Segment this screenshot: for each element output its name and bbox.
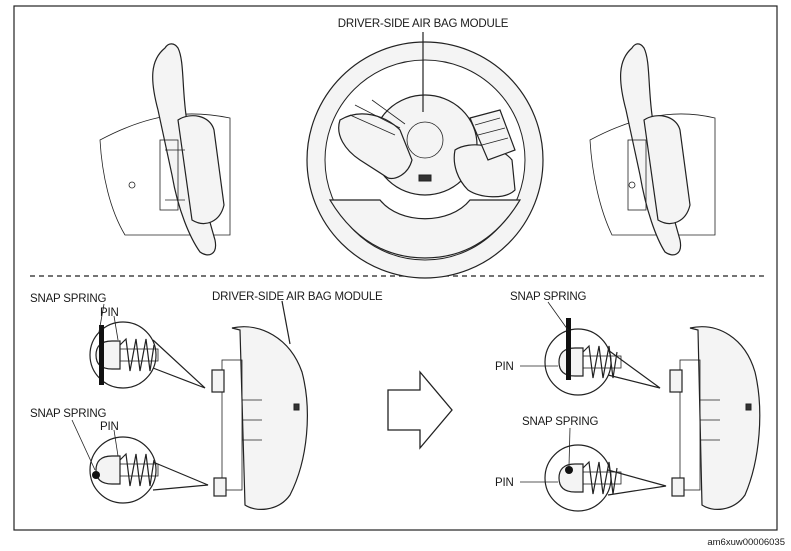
snap-spring-label-upper-left: SNAP SPRING	[30, 293, 106, 305]
snap-spring-label-upper-right: SNAP SPRING	[510, 291, 586, 303]
steering-wheel-side-view-left	[99, 43, 231, 256]
pin-label-lower-right: PIN	[495, 477, 514, 489]
pin-detail-upper-right	[544, 318, 661, 396]
airbag-label-top: DRIVER-SIDE AIR BAG MODULE	[338, 18, 509, 30]
airbag-module-side-right	[669, 326, 761, 510]
pin-detail-lower-right	[544, 444, 667, 512]
figure-frame	[13, 5, 778, 531]
snap-spring-label-lower-right: SNAP SPRING	[522, 416, 598, 428]
pin-label-upper-left: PIN	[100, 307, 119, 319]
snap-leader-upper-left	[98, 303, 105, 333]
module-leader-left	[281, 300, 291, 345]
reference-code: am6xuw00006035	[707, 537, 785, 548]
steering-wheel-side-view-right	[589, 43, 716, 256]
snap-leader-lower-left	[71, 419, 96, 471]
transition-arrow	[387, 370, 453, 450]
pin-leader-upper-left	[113, 315, 119, 341]
pin-detail-upper-left	[89, 321, 206, 389]
steering-wheel-front-view	[306, 41, 544, 279]
pin-detail-lower-left	[89, 436, 209, 504]
snap-leader-upper-right	[547, 301, 569, 331]
pin-label-upper-right: PIN	[495, 361, 514, 373]
airbag-module-side-left	[211, 326, 308, 510]
module-label-left: DRIVER-SIDE AIR BAG MODULE	[212, 291, 383, 303]
snap-leader-lower-right	[568, 427, 571, 467]
snap-spring-label-lower-left: SNAP SPRING	[30, 408, 106, 420]
pin-label-lower-left: PIN	[100, 421, 119, 433]
pin-leader-lower-left	[113, 429, 119, 457]
